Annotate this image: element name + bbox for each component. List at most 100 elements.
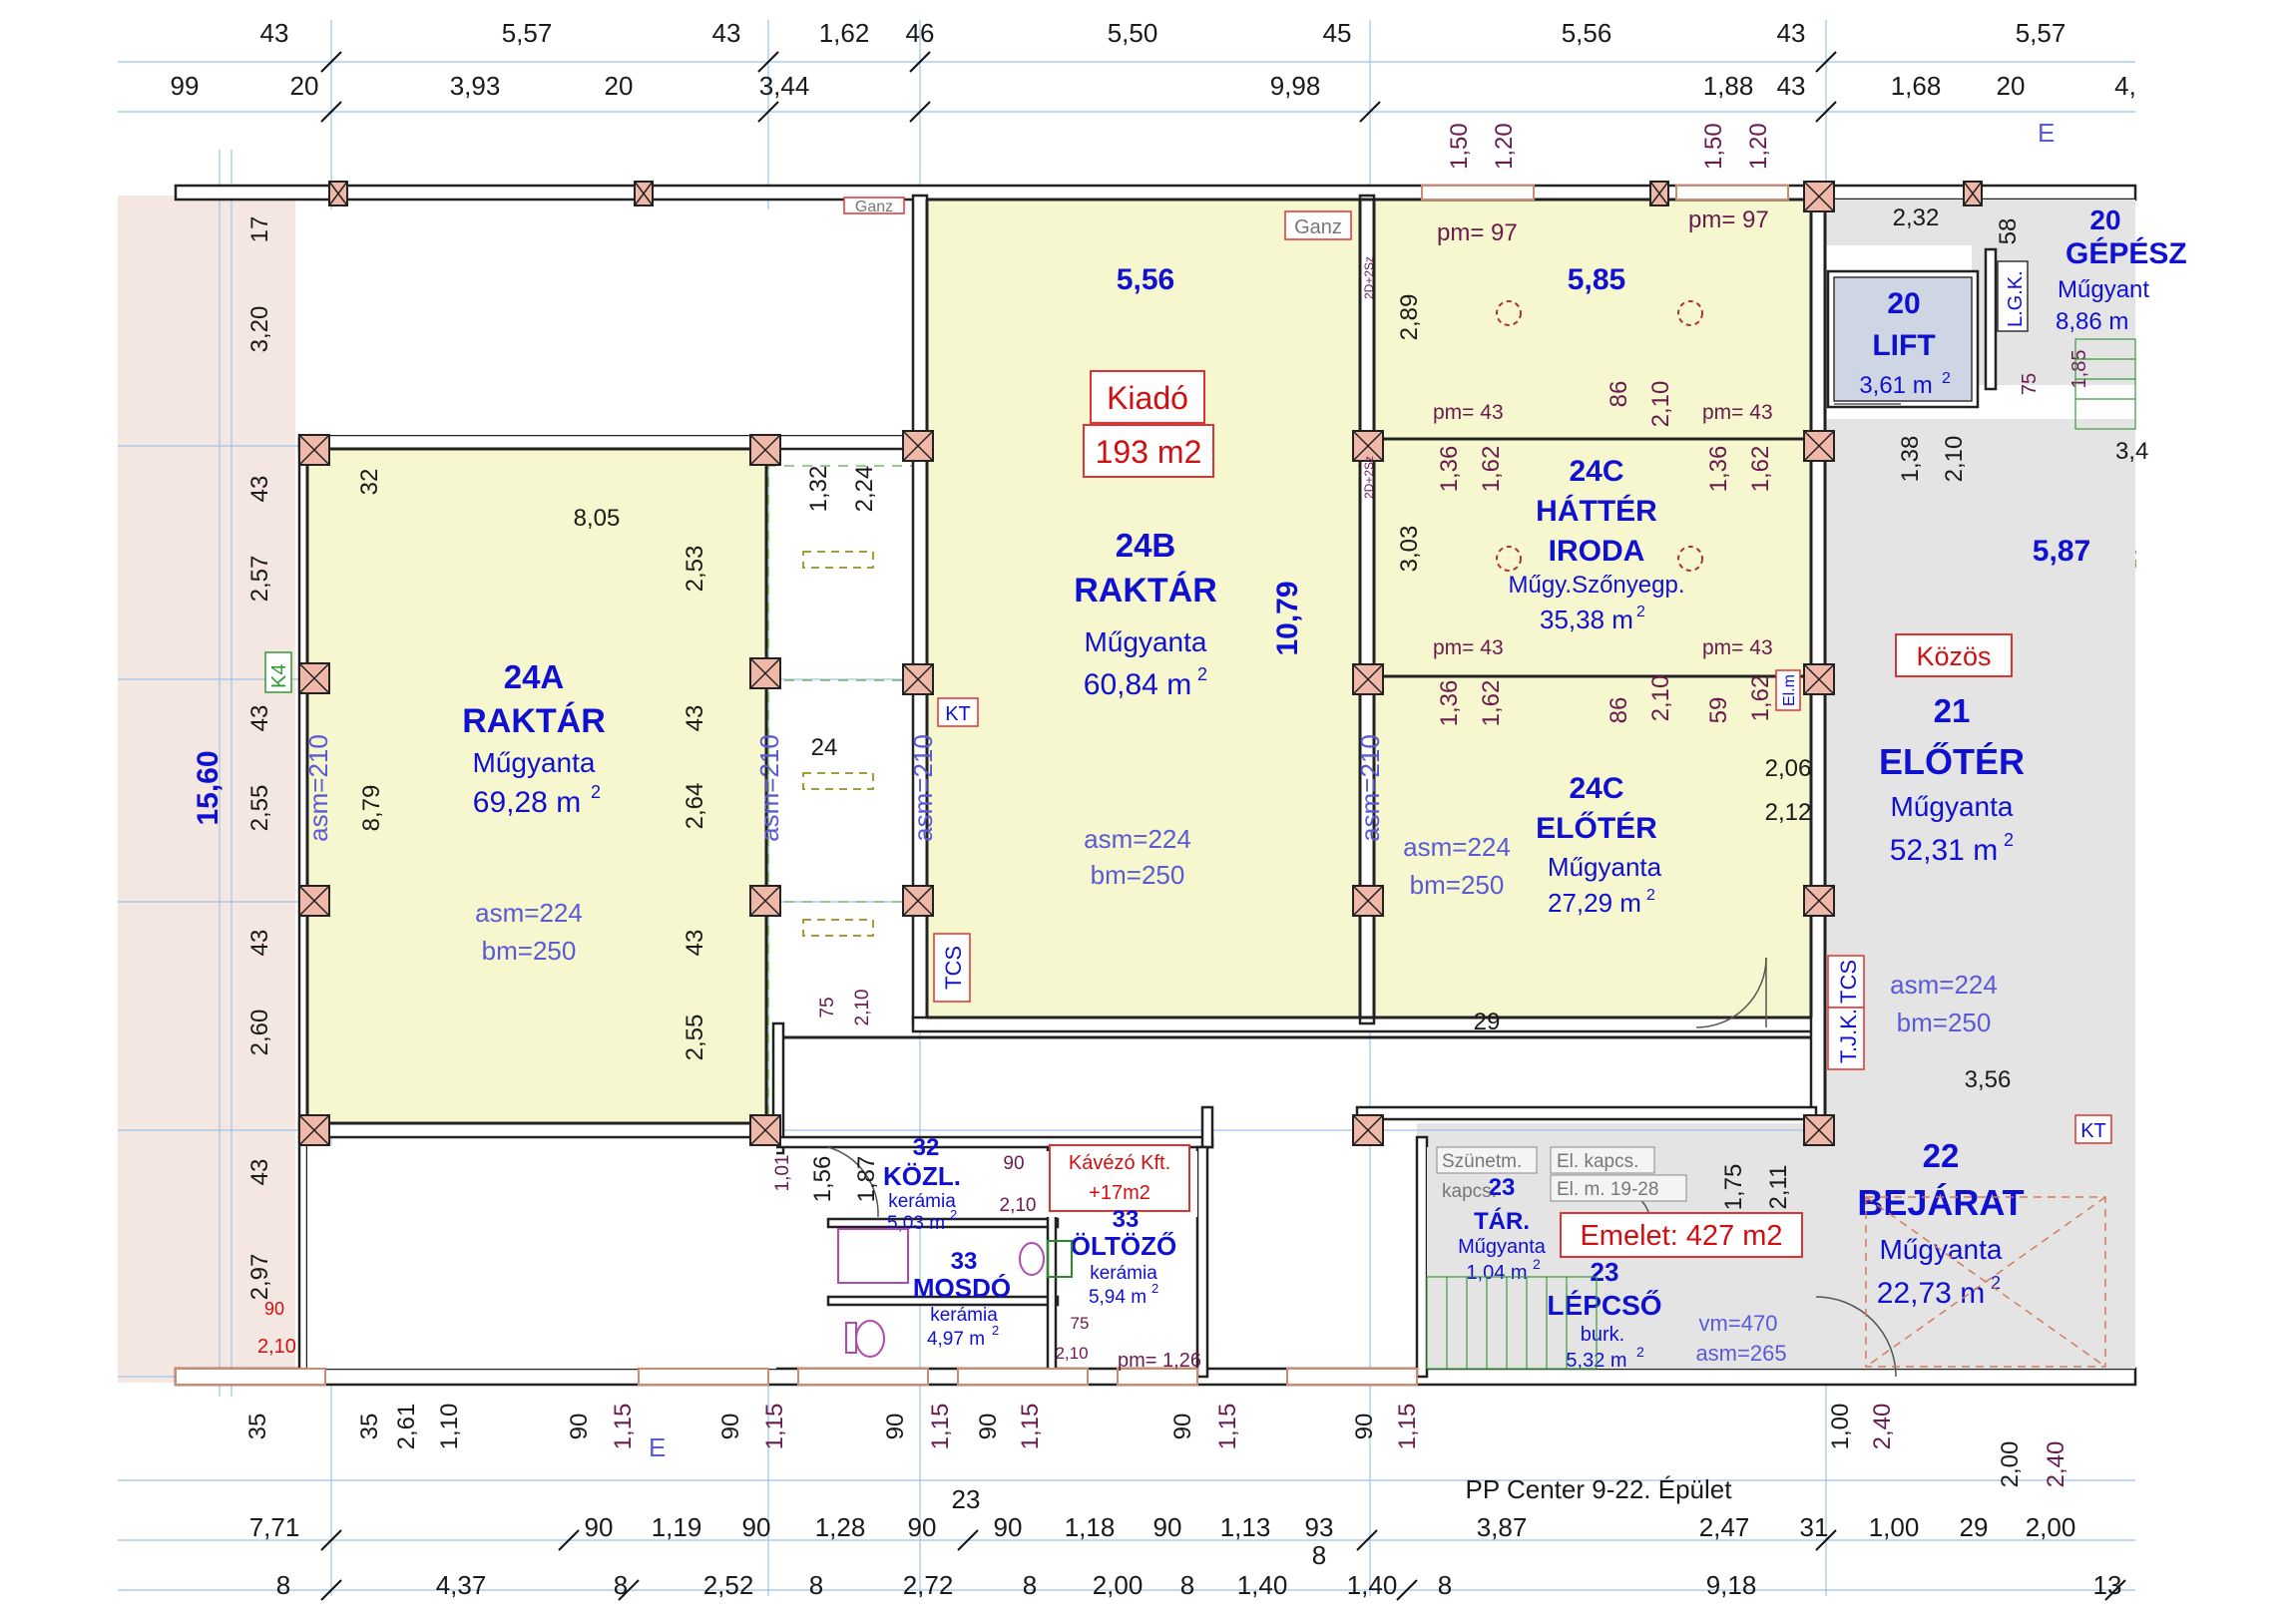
kozl-dim-6: 90: [1003, 1153, 1024, 1174]
rental-area: 193 m2: [1096, 434, 1202, 470]
room-24c2-door-2: 1,62: [1478, 680, 1505, 727]
top-dim-1: 43: [260, 18, 289, 48]
sanitary-fixtures: [837, 1228, 1073, 1358]
room-24a: 24A RAKTÁR Műgyanta 69,28 m 2 asm=224 bm…: [462, 658, 606, 966]
lepcso-asm: asm=265: [1695, 1341, 1786, 1366]
room-21-sup: 2: [2004, 830, 2014, 850]
tar-finish: Műgyanta: [1458, 1236, 1547, 1258]
room-21: 21 ELŐTÉR Műgyanta 52,31 m 2 asm=224 bm=…: [1879, 692, 2025, 1037]
kozl-number: 32: [913, 1134, 940, 1161]
service-labels: Szünetm. kapcs. El. kapcs. El. m. 19-28: [1436, 1146, 1687, 1202]
bot1-dim-9: 90: [1153, 1512, 1182, 1542]
room-22-211: 2,11: [1765, 1165, 1792, 1210]
room-24a-col-5: 2,55: [682, 1014, 708, 1061]
mosdo-sup: 2: [992, 1323, 999, 1338]
room-21-356: 3,56: [1965, 1066, 2012, 1093]
tcs-tag-2: TCS: [1836, 960, 1861, 1004]
win-dim-3: 1,50: [1700, 123, 1727, 170]
room-20-lift: 20 LIFT 3,61 m 2: [1859, 287, 1951, 399]
room-24a-mid: 24: [811, 734, 838, 761]
kozl-dim-2: 2,10: [852, 990, 873, 1026]
kozl-dim-8: 75: [1071, 1314, 1090, 1333]
mosdo-finish: kerámia: [930, 1305, 998, 1326]
mosdo-name: MOSDÓ: [913, 1273, 1011, 1303]
lift-138: 1,38: [1897, 436, 1924, 483]
bot0-dim-15: 90: [1351, 1414, 1378, 1440]
entrance-canopy: [1865, 1196, 2106, 1368]
ceiling-marks: [1496, 300, 1703, 572]
room-24c-door-2: 1,62: [1478, 446, 1505, 493]
bot2-dim-12: 8: [1438, 1570, 1452, 1600]
room-24c-iroda-number: 24C: [1569, 455, 1623, 488]
room-24c-door-6: 1,62: [1747, 446, 1774, 493]
bot1-dim-10: 1,13: [1220, 1512, 1271, 1542]
room-24a-col-3: 2,64: [682, 783, 708, 830]
top-dimensions-row2: 99 20 3,93 20 3,44 9,98 1,88 43 1,68 20 …: [171, 71, 2136, 101]
lift-58: 58: [1995, 218, 2022, 245]
tjk-tag: T.J.K.: [1836, 1009, 1861, 1063]
room-24b-name: RAKTÁR: [1074, 572, 1217, 609]
room-24c-iroda-name2: IRODA: [1549, 535, 1645, 568]
room-24c-eloter: 24C ELŐTÉR Műgyanta 27,29 m 2 asm=224 bm…: [1403, 772, 1661, 918]
mosdo-area: 4,97 m: [927, 1329, 985, 1350]
room-24b-height: 10,79: [1271, 581, 1304, 655]
top-dim-9: 43: [1777, 18, 1806, 48]
room-21-number: 21: [1934, 692, 1971, 729]
pm-label-4: pm= 43: [1702, 401, 1773, 424]
top-dim-10: 5,57: [2016, 18, 2066, 48]
room-24a-asm: asm=224: [475, 898, 583, 928]
service-label-1: Szünetm.: [1442, 1151, 1522, 1172]
bot0-dim-6: 1,15: [610, 1404, 637, 1450]
bot2-dim-10: 1,40: [1237, 1570, 1288, 1600]
bot0-dim-8: 1,15: [761, 1404, 788, 1450]
room-24a-width: 8,05: [574, 505, 621, 532]
oltozo-finish: kerámia: [1090, 1263, 1157, 1284]
door-tag-a: 2D+2Sz: [1362, 256, 1376, 299]
room-24a-floor: [307, 449, 766, 1123]
room-24b: 24B RAKTÁR Műgyanta 60,84 m 2 asm=224 bm…: [1074, 527, 1217, 890]
room-22-sup: 2: [1991, 1273, 2001, 1293]
bot1-dim-15: 1,00: [1869, 1512, 1920, 1542]
bot0-dim-16: 1,15: [1394, 1404, 1421, 1450]
emelet-label: Emelet: 427 m2: [1580, 1220, 1782, 1252]
room-24c-iroda: 24C HÁTTÉR IRODA Műgy.Szőnyegp. 35,38 m …: [1509, 455, 1685, 634]
kt-tag-2: KT: [2080, 1120, 2106, 1142]
room-24a-height: 8,79: [358, 785, 385, 832]
bottom-misc-8: 8: [1312, 1540, 1326, 1570]
left-dim-5: 43: [246, 705, 273, 732]
bottom-dimensions-row0: 35 35 2,61 1,10 90 1,15 90 1,15 90 1,15 …: [244, 1404, 2069, 1488]
top2-dim-6: 9,98: [1270, 71, 1321, 101]
left-dim-4: 2,57: [246, 556, 273, 603]
bot0-dim-3: 2,61: [393, 1404, 420, 1450]
room-24a-name: RAKTÁR: [462, 702, 606, 740]
top-dim-6: 5,50: [1108, 18, 1158, 48]
room-24c-floor: [1374, 200, 1811, 1017]
room-24c-eloter-finish: Műgyanta: [1548, 852, 1662, 882]
room-22-area: 22,73 m: [1877, 1277, 1985, 1310]
room-24b-224: 2,24: [851, 466, 878, 513]
service-label-4: El. m. 19-28: [1557, 1179, 1658, 1200]
room-24a-col-4: 43: [682, 930, 708, 957]
room-21-587: 5,87: [2033, 535, 2090, 568]
room-24b-floor: [927, 200, 1360, 1017]
room-24c-door-5: 1,36: [1705, 446, 1732, 493]
kozl-sup: 2: [950, 1207, 957, 1222]
lepcso-name: LÉPCSŐ: [1547, 1290, 1661, 1321]
ganz-tag: Ganz: [1294, 216, 1342, 238]
left-dim-8: 2,60: [246, 1010, 273, 1056]
building-caption: PP Center 9-22. Épület: [1466, 1474, 1733, 1504]
left-dimensions: 17 3,20 43 2,57 43 2,55 43 2,60 43 2,97 …: [192, 216, 273, 1301]
asm210-1: asm=210: [303, 734, 333, 842]
room-24c-eloter-number: 24C: [1569, 772, 1623, 805]
kozl-dim-3: 1,01: [772, 1155, 793, 1192]
gepesz-finish: Műgyant: [2058, 276, 2149, 303]
oltozo-number: 33: [1113, 1206, 1140, 1233]
kt-tag: KT: [945, 703, 971, 725]
bot0-dim-12: 1,15: [1017, 1404, 1044, 1450]
oltozo-name: ÖLTÖZŐ: [1071, 1231, 1176, 1261]
bot2-dim-5: 8: [809, 1570, 823, 1600]
kavezo-box: [1049, 1144, 1190, 1212]
bot2-dim-11: 1,40: [1347, 1570, 1398, 1600]
room-24a-number: 24A: [504, 658, 565, 695]
lepcso-finish: burk.: [1581, 1324, 1624, 1346]
